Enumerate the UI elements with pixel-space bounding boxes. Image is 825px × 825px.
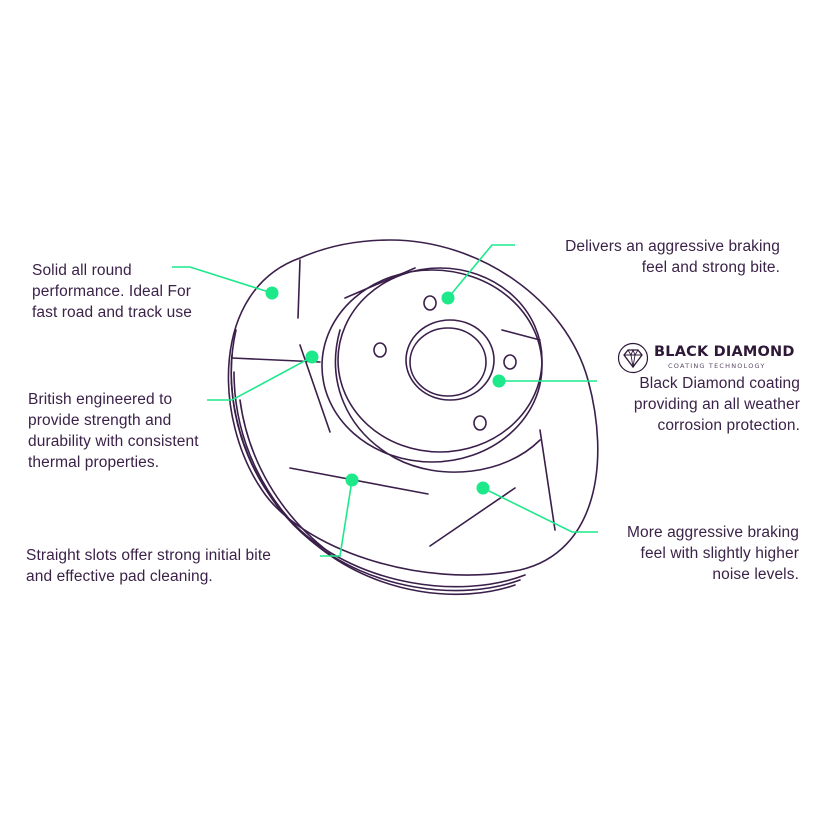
callout-straight-slots: Straight slots offer strong initial bite… (26, 547, 271, 585)
brand-tagline: COATING TECHNOLOGY (668, 362, 766, 370)
slot-8 (501, 329, 541, 341)
callout-aggressive-bite: Delivers an aggressive braking feel and … (565, 238, 780, 276)
leader-more (482, 487, 598, 533)
dot-delivers (441, 291, 455, 305)
bolt-hole-2 (373, 342, 387, 358)
leader-solid (172, 266, 273, 294)
disc-rim-edge-3 (233, 371, 516, 596)
leader-straight (320, 479, 353, 557)
callout-black-diamond-coating: Black Diamond coating providing an all w… (633, 375, 800, 434)
callout-dots (265, 286, 506, 495)
hub-base (321, 269, 543, 463)
slot-3 (299, 344, 331, 433)
dot-coating (492, 374, 506, 388)
bolt-hole-4 (473, 415, 487, 431)
hub-side (334, 329, 541, 473)
dot-solid (265, 286, 279, 300)
slot-2 (344, 267, 416, 299)
callout-noise-levels: More aggressive braking feel with slight… (626, 524, 799, 583)
hub-center-inner (409, 327, 487, 397)
disc-rim-edge-4 (239, 399, 331, 554)
slot-1 (297, 259, 301, 319)
dot-straight (345, 473, 359, 487)
dot-british (305, 350, 319, 364)
slot-7 (539, 429, 556, 531)
black-diamond-logo: BLACK DIAMOND COATING TECHNOLOGY (616, 342, 798, 374)
callout-british-engineered: British engineered to provide strength a… (28, 391, 199, 471)
slot-5 (289, 467, 429, 495)
bolt-hole-1 (423, 295, 437, 311)
leader-delivers (447, 244, 515, 299)
callout-solid-performance: Solid all round performance. Ideal For f… (32, 262, 192, 321)
leader-british (207, 356, 313, 401)
hub-outer (337, 267, 543, 453)
disc-outer-face (227, 239, 599, 576)
bolt-hole-3 (503, 354, 517, 370)
hub-center-bore (405, 319, 495, 401)
brake-disc (227, 239, 599, 596)
brand-name: BLACK DIAMOND (654, 344, 795, 360)
diamond-gem-icon (617, 342, 649, 374)
dot-more (476, 481, 490, 495)
callout-leaders (172, 244, 598, 557)
